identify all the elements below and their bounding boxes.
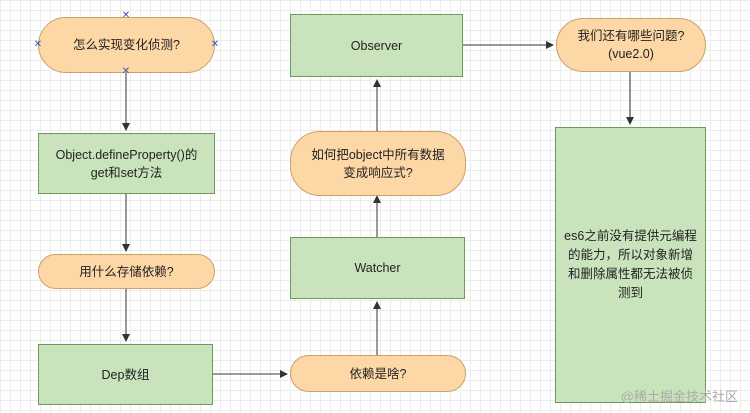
node-how-detect: 怎么实现变化侦测? — [38, 17, 215, 73]
node-define-property-label: Object.defineProperty()的get和set方法 — [55, 147, 198, 180]
node-make-reactive-label: 如何把object中所有数据变成响应式? — [311, 147, 445, 180]
node-how-detect-label: 怎么实现变化侦测? — [73, 38, 180, 52]
node-es6-note-label: es6之前没有提供元编程的能力，所以对象新增和删除属性都无法被侦测到 — [564, 229, 697, 300]
node-what-store: 用什么存储依赖? — [38, 254, 215, 289]
node-observer: Observer — [290, 14, 463, 77]
node-dep-array: Dep数组 — [38, 344, 213, 405]
selection-handle-icon: ✕ — [121, 66, 131, 77]
node-problems: 我们还有哪些问题? (vue2.0) — [556, 18, 706, 72]
node-make-reactive: 如何把object中所有数据变成响应式? — [290, 131, 466, 196]
node-dep-array-label: Dep数组 — [101, 367, 150, 382]
selection-handle-icon: ✕ — [210, 39, 220, 50]
node-observer-label: Observer — [350, 38, 403, 53]
selection-handle-icon: ✕ — [121, 10, 131, 21]
node-watcher: Watcher — [290, 237, 465, 299]
selection-handle-icon: ✕ — [33, 39, 43, 50]
node-depends-what: 依赖是啥? — [290, 355, 466, 392]
node-what-store-label: 用什么存储依赖? — [79, 264, 174, 279]
node-depends-what-label: 依赖是啥? — [349, 366, 407, 381]
node-watcher-label: Watcher — [354, 261, 401, 275]
node-problems-label: 我们还有哪些问题? (vue2.0) — [577, 29, 685, 61]
watermark: @稀土掘金技术社区 — [620, 389, 738, 404]
node-define-property: Object.defineProperty()的get和set方法 — [38, 133, 215, 194]
node-es6-note: es6之前没有提供元编程的能力，所以对象新增和删除属性都无法被侦测到 — [555, 127, 706, 403]
